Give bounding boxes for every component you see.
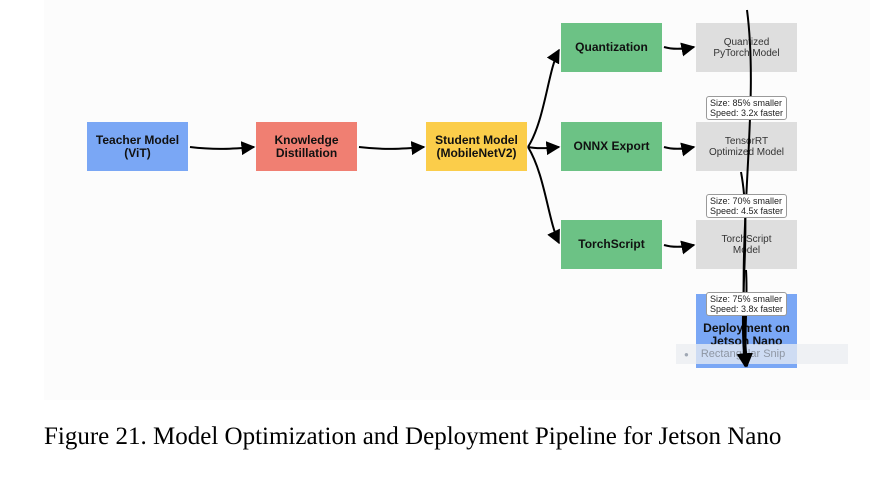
node-knowledge-distillation: Knowledge Distillation xyxy=(256,122,357,171)
metric-size: Size: 85% smaller xyxy=(710,98,783,108)
node-tensorrt-optimized-model: TensorRT Optimized Model xyxy=(696,122,797,171)
arrow-student-to-torchscript xyxy=(527,146,560,245)
metric-speed: Speed: 3.8x faster xyxy=(710,304,784,314)
metric-label-onnx: Size: 70% smaller Speed: 4.5x faster xyxy=(706,194,788,218)
node-teacher-model: Teacher Model (ViT) xyxy=(87,122,188,171)
arrow-torchscript-to-deployment xyxy=(738,269,753,368)
node-torchscript: TorchScript xyxy=(561,220,662,269)
metric-label-torchscript: Size: 75% smaller Speed: 3.8x faster xyxy=(706,292,788,316)
metric-label-quantization: Size: 85% smaller Speed: 3.2x faster xyxy=(706,96,788,120)
node-student-model: Student Model (MobileNetV2) xyxy=(426,122,527,171)
snip-record-icon: ● xyxy=(684,349,689,359)
arrow-torchscript-to-output xyxy=(663,240,696,255)
node-quantization: Quantization xyxy=(561,23,662,72)
node-torchscript-model: TorchScript Model xyxy=(696,220,797,269)
arrow-student-to-quantization xyxy=(527,48,560,148)
metric-speed: Speed: 3.2x faster xyxy=(710,108,784,118)
metric-size: Size: 75% smaller xyxy=(710,294,783,304)
arrow-teacher-to-distillation xyxy=(189,141,256,156)
metric-size: Size: 70% smaller xyxy=(710,196,783,206)
node-onnx-export: ONNX Export xyxy=(561,122,662,171)
figure-caption: Figure 21. Model Optimization and Deploy… xyxy=(44,423,782,450)
arrow-tensorrt-to-deployment xyxy=(736,171,751,368)
arrow-student-to-onnx xyxy=(527,141,561,156)
arrow-quantization-to-output xyxy=(663,42,696,57)
metric-speed: Speed: 4.5x faster xyxy=(710,206,784,216)
arrow-onnx-to-output xyxy=(663,142,696,157)
arrow-distillation-to-student xyxy=(358,141,426,156)
node-quantized-pytorch-model: Quantized PyTorch Model xyxy=(696,23,797,72)
